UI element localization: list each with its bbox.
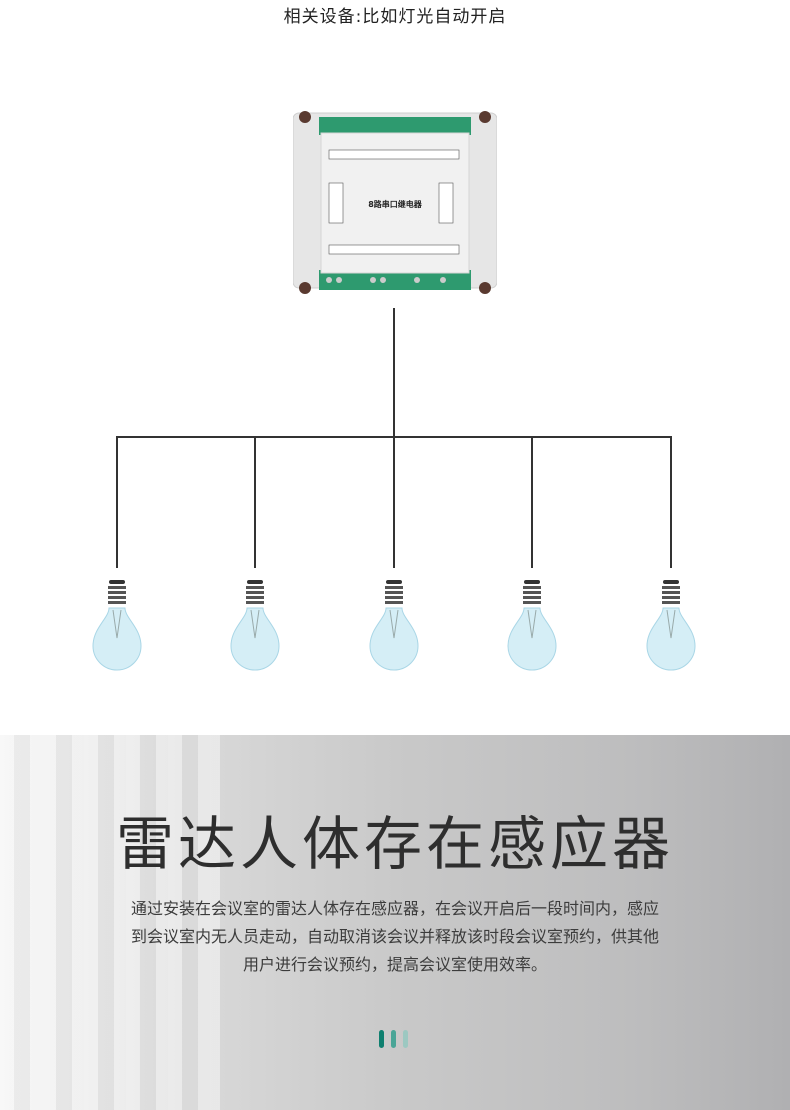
wire-drop [254, 436, 256, 568]
light-bulb-icon [504, 578, 560, 674]
light-bulb-icon [643, 578, 699, 674]
desc-line: 用户进行会议预约，提高会议室使用效率。 [242, 955, 547, 974]
caption: 相关设备:比如灯光自动开启 [283, 7, 507, 27]
light-bulb-icon [227, 578, 283, 674]
relay-device-image: 8路串口继电器 [293, 111, 497, 294]
page-indicator [379, 1030, 408, 1048]
wire-trunk [393, 308, 395, 438]
wire-drop [393, 436, 395, 568]
desc-line: 到会议室内无人员走动，自动取消该会议并释放该时段会议室预约，供其他 [130, 927, 659, 946]
product-section: 雷达人体存在感应器 通过安装在会议室的雷达人体存在感应器，在会议开启后一段时间内… [0, 735, 790, 1110]
curtain-background [0, 735, 220, 1110]
wire-drop [670, 436, 672, 568]
light-bulb-icon [366, 578, 422, 674]
indicator-dot [379, 1030, 384, 1048]
product-description: 通过安装在会议室的雷达人体存在感应器，在会议开启后一段时间内，感应 到会议室内无… [60, 895, 730, 979]
desc-line: 通过安装在会议室的雷达人体存在感应器，在会议开启后一段时间内，感应 [130, 899, 659, 918]
device-label: 8路串口继电器 [368, 199, 423, 209]
wire-drop [531, 436, 533, 568]
product-title: 雷达人体存在感应器 [115, 810, 674, 878]
indicator-dot [403, 1030, 408, 1048]
indicator-dot [391, 1030, 396, 1048]
wire-drop [116, 436, 118, 568]
light-bulb-icon [89, 578, 145, 674]
